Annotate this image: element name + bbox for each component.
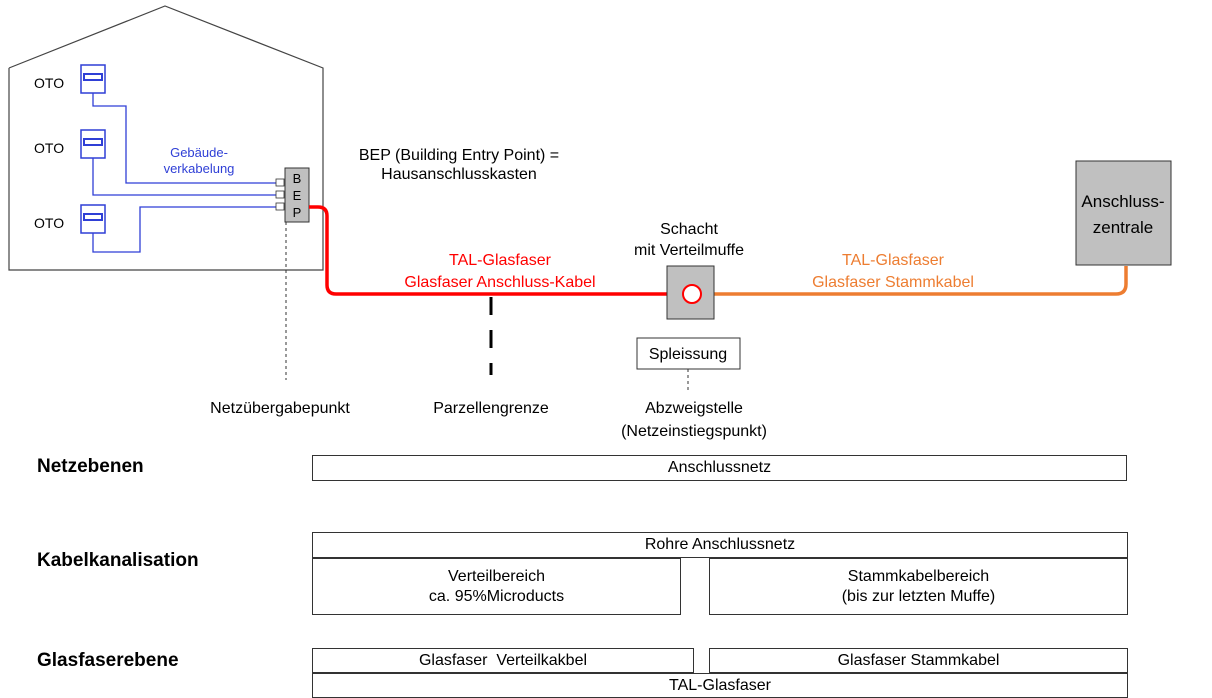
oto-label-2: OTO <box>34 140 64 156</box>
bep-letter-b: B <box>293 171 302 186</box>
verteilbereich-line2: ca. 95%Microducts <box>428 587 565 605</box>
verteilbereich-line1: Verteilbereich <box>448 567 545 585</box>
house-outline <box>8 5 324 271</box>
shaft-label-line2: mit Verteilmuffe <box>634 242 744 259</box>
parcel-boundary-label: Parzellengrenze <box>433 400 549 417</box>
shaft-label-line1: Schacht <box>660 221 718 238</box>
tal-glasfaser-label: TAL-Glasfaser <box>669 676 771 694</box>
shaft-box <box>666 265 715 320</box>
cabling-line-2 <box>92 158 281 196</box>
handover-point-label: Netzübergabepunkt <box>210 400 350 417</box>
splice-joint-circle <box>682 284 702 304</box>
oto-socket-2 <box>80 129 106 159</box>
cabling-line-3 <box>92 206 281 253</box>
bep-letter-p: P <box>293 205 302 220</box>
bar-tal-glasfaser: TAL-Glasfaser <box>312 673 1128 698</box>
bep-box: B E P <box>275 167 310 223</box>
splice-box: Spleissung <box>636 337 741 370</box>
oto-label-3: OTO <box>34 215 64 231</box>
oto-label-1: OTO <box>34 75 64 91</box>
bar-verteilbereich: Verteilbereich ca. 95%Microducts <box>312 558 681 615</box>
bar-glasfaser-verteilkabel: Glasfaser Verteilkakbel <box>312 648 694 673</box>
red-cable-label-line2: Glasfaser Anschluss-Kabel <box>404 274 595 291</box>
cabling-label-line1: Gebäude- <box>170 145 228 160</box>
exchange-label-line2: zentrale <box>1093 218 1153 237</box>
bar-rohre-anschlussnetz: Rohre Anschlussnetz <box>312 532 1128 558</box>
bar-stammkabelbereich: Stammkabelbereich (bis zur letzten Muffe… <box>709 558 1128 615</box>
bar-anschlussnetz: Anschlussnetz <box>312 455 1127 481</box>
bep-note-line1: BEP (Building Entry Point) = <box>359 147 559 164</box>
branch-point-label-line2: (Netzeinstiegspunkt) <box>621 423 767 440</box>
red-cable-label-line1: TAL-Glasfaser <box>449 252 552 269</box>
red-cable <box>309 205 692 296</box>
orange-cable-label-line2: Glasfaser Stammkabel <box>812 274 974 291</box>
cabling-label-line2: verkabelung <box>164 161 235 176</box>
orange-cable-label-line1: TAL-Glasfaser <box>842 252 945 269</box>
building-cabling <box>92 93 281 253</box>
stammkabelbereich-line1: Stammkabelbereich <box>847 567 990 585</box>
section-glasfaserebene: Glasfaserebene <box>37 650 179 671</box>
oto-socket-1 <box>80 64 106 94</box>
gf-verteil-label: Glasfaser Verteilkakbel <box>418 651 588 669</box>
house <box>8 5 324 271</box>
exchange-label-line1: Anschluss- <box>1081 192 1164 211</box>
orange-cable <box>692 266 1128 296</box>
section-netzebenen: Netzebenen <box>37 456 144 477</box>
cabling-line-1 <box>92 93 281 184</box>
oto-socket-3 <box>80 204 106 234</box>
stammkabelbereich-line2: (bis zur letzten Muffe) <box>841 587 996 605</box>
section-kabelkanalisation: Kabelkanalisation <box>37 550 199 571</box>
bar-rohre-label: Rohre Anschlussnetz <box>644 536 796 553</box>
gf-stamm-label: Glasfaser Stammkabel <box>837 651 1000 669</box>
bep-note-line2: Hausanschlusskasten <box>381 166 537 183</box>
bep-letter-e: E <box>293 188 302 203</box>
exchange-box: Anschluss- zentrale <box>1075 160 1172 266</box>
splice-label: Spleissung <box>649 346 727 363</box>
bar-anschlussnetz-label: Anschlussnetz <box>667 459 772 476</box>
branch-point-label-line1: Abzweigstelle <box>645 400 743 417</box>
bar-glasfaser-stammkabel: Glasfaser Stammkabel <box>709 648 1128 673</box>
